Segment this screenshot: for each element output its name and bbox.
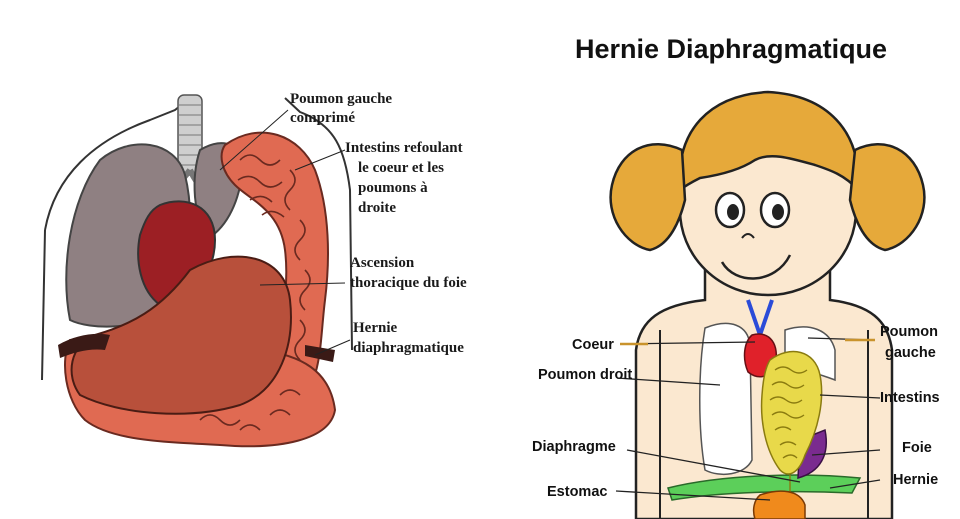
pigtail-left	[609, 142, 687, 252]
label-poumon-gauche: Poumon gauche comprimé	[290, 91, 396, 126]
stomach-child	[752, 490, 806, 519]
torso-outline	[41, 97, 353, 381]
diaphragm-child	[667, 474, 862, 501]
label-poumon-gauche-child: Poumon gauche	[880, 324, 942, 361]
label-estomac: Estomac	[547, 484, 607, 500]
diagram-title: Hernie Diaphragmatique	[575, 34, 887, 64]
label-foie-child: Foie	[902, 440, 932, 456]
label-hernie-child: Hernie	[893, 472, 938, 488]
liver	[70, 255, 292, 415]
child-illustration: Hernie Diaphragmatique	[532, 34, 942, 519]
anatomy-illustration: Poumon gauche comprimé Intestins refoula…	[41, 91, 467, 448]
hair	[678, 90, 860, 194]
mouth	[720, 254, 792, 280]
label-intestins-refoulant: Intestins refoulant le coeur et les poum…	[345, 140, 466, 216]
label-hernie-diaphragmatique: Hernie diaphragmatique	[353, 320, 464, 356]
diaphragm-left	[58, 333, 110, 358]
label-coeur: Coeur	[572, 337, 614, 353]
nose	[741, 233, 755, 239]
right-lung-child	[699, 322, 753, 476]
label-intestins-child: Intestins	[880, 390, 940, 406]
pigtail-right	[848, 142, 926, 252]
label-ascension-foie: Ascension thoracique du foie	[350, 255, 467, 291]
label-diaphragme: Diaphragme	[532, 439, 616, 455]
label-poumon-droit: Poumon droit	[538, 367, 632, 383]
